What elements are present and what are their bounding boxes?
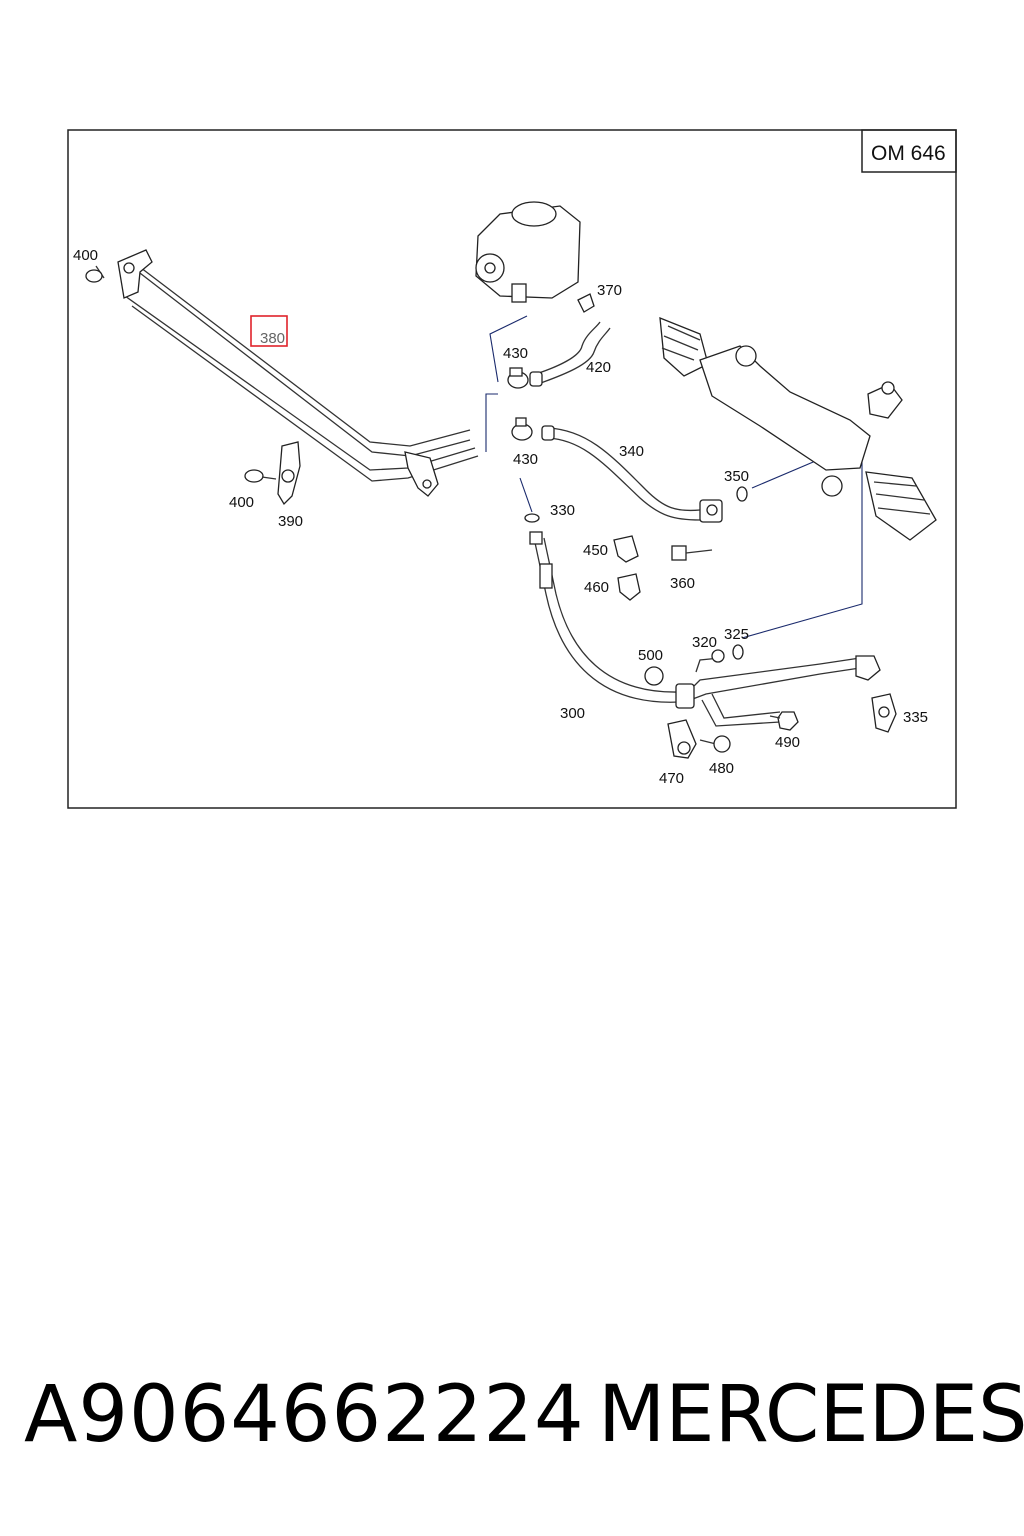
callout-470[interactable]: 470: [659, 770, 684, 787]
o-ring-350-icon[interactable]: [736, 486, 748, 502]
return-line-assembly[interactable]: [675, 655, 881, 727]
callout-350[interactable]: 350: [724, 468, 749, 485]
callout-430-top[interactable]: 430: [503, 345, 528, 362]
bracket-335-icon[interactable]: [871, 693, 897, 733]
seal-325-icon[interactable]: [732, 644, 744, 660]
o-ring-330-icon[interactable]: [524, 513, 540, 523]
callout-460[interactable]: 460: [584, 579, 609, 596]
cooler-line-380[interactable]: [117, 249, 479, 497]
seal-320-icon[interactable]: [711, 649, 725, 663]
nut-490-icon[interactable]: [769, 711, 799, 731]
highlight-box-380: [250, 315, 288, 347]
callout-420[interactable]: 420: [586, 359, 611, 376]
callout-450[interactable]: 450: [583, 542, 608, 559]
clip-370-icon[interactable]: [577, 293, 595, 313]
engine-badge-box: [861, 129, 957, 173]
power-steering-pump-icon[interactable]: [475, 201, 581, 303]
hose-clamp-430-bottom-icon[interactable]: [511, 417, 533, 441]
callout-390[interactable]: 390: [278, 513, 303, 530]
callout-335[interactable]: 335: [903, 709, 928, 726]
callout-325[interactable]: 325: [724, 626, 749, 643]
bolt-480-icon[interactable]: [699, 735, 731, 753]
callout-380[interactable]: 380: [260, 330, 285, 347]
diagram-frame: [67, 129, 957, 809]
callout-370[interactable]: 370: [597, 282, 622, 299]
clip-450-icon[interactable]: [613, 535, 639, 563]
callout-400-top[interactable]: 400: [73, 247, 98, 264]
callout-340[interactable]: 340: [619, 443, 644, 460]
bolt-400-top-icon[interactable]: [85, 265, 105, 283]
washer-500-icon[interactable]: [644, 666, 664, 686]
engine-badge: OM 646: [871, 142, 946, 165]
clip-460-icon[interactable]: [617, 573, 641, 601]
callout-330[interactable]: 330: [550, 502, 575, 519]
bolt-400-bottom-icon[interactable]: [244, 469, 277, 483]
parts-diagram: OM 646: [67, 129, 957, 809]
callout-480[interactable]: 480: [709, 760, 734, 777]
callout-490[interactable]: 490: [775, 734, 800, 751]
pressure-hose-340[interactable]: [541, 425, 723, 523]
product-footer: A9064662224 MERCEDES: [0, 1370, 1024, 1480]
callout-360[interactable]: 360: [670, 575, 695, 592]
callout-320[interactable]: 320: [692, 634, 717, 651]
bolt-360-icon[interactable]: [671, 545, 713, 561]
hose-clamp-430-top-icon[interactable]: [507, 367, 529, 389]
return-hose-420[interactable]: [529, 321, 611, 387]
callout-430-bottom[interactable]: 430: [513, 451, 538, 468]
bracket-470-icon[interactable]: [667, 719, 697, 759]
bracket-390-icon[interactable]: [277, 441, 301, 506]
callout-400-bottom[interactable]: 400: [229, 494, 254, 511]
brand-name: MERCEDES: [598, 1370, 1024, 1460]
steering-gear-rack[interactable]: [659, 316, 937, 541]
part-number: A9064662224: [24, 1370, 585, 1460]
pressure-hose-300[interactable]: [529, 531, 681, 703]
callout-500[interactable]: 500: [638, 647, 663, 664]
callout-300[interactable]: 300: [560, 705, 585, 722]
